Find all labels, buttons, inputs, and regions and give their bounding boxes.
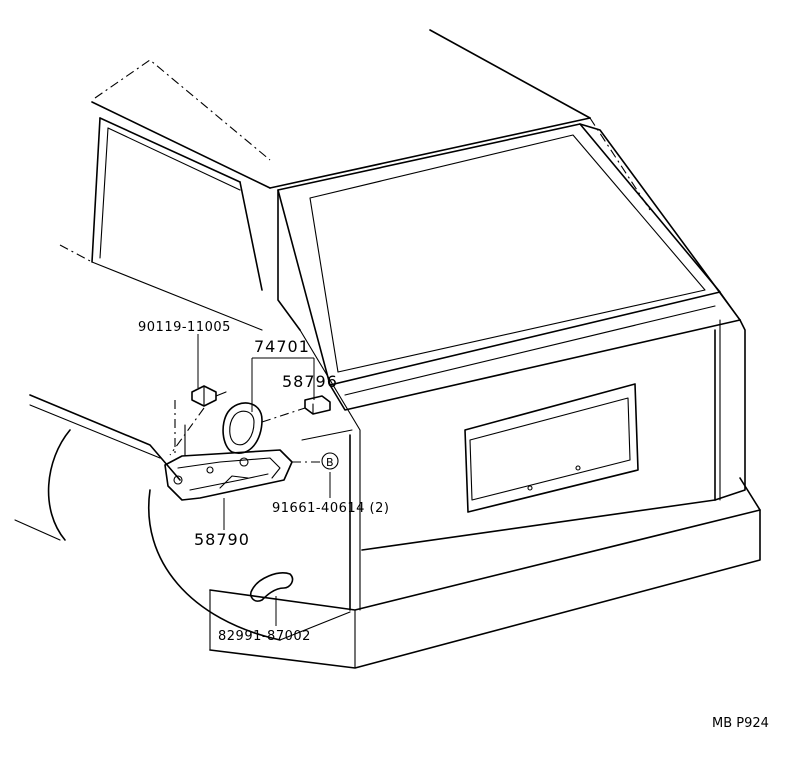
rear-glass [277, 123, 741, 386]
label-hook: 82991-87002 [218, 629, 311, 644]
hook-part [249, 572, 294, 602]
bracket-part [164, 449, 293, 501]
label-bracket: 58790 [194, 530, 250, 549]
rear-bumper [209, 477, 761, 669]
label-cover-clip: 58796 [282, 372, 338, 391]
figure-code: MB P924 [712, 716, 769, 731]
label-cover-group: 74701 [254, 337, 310, 356]
bolt-part [191, 385, 227, 407]
label-bolt: 90119-11005 [138, 320, 231, 335]
side-window [59, 117, 263, 331]
label-nut: 91661-40614 (2) [272, 501, 389, 516]
quarter-panel [14, 394, 351, 641]
nut-marker: B [321, 452, 339, 470]
tailgate-panel [277, 189, 746, 611]
nut-marker-letter: B [326, 456, 334, 469]
license-plate-recess [464, 383, 639, 513]
leader-lines [197, 334, 331, 626]
mounting-dashed-lines [169, 400, 320, 463]
roof-outline [91, 29, 651, 211]
clip-part [261, 395, 331, 423]
seal-cover-part [222, 402, 263, 454]
